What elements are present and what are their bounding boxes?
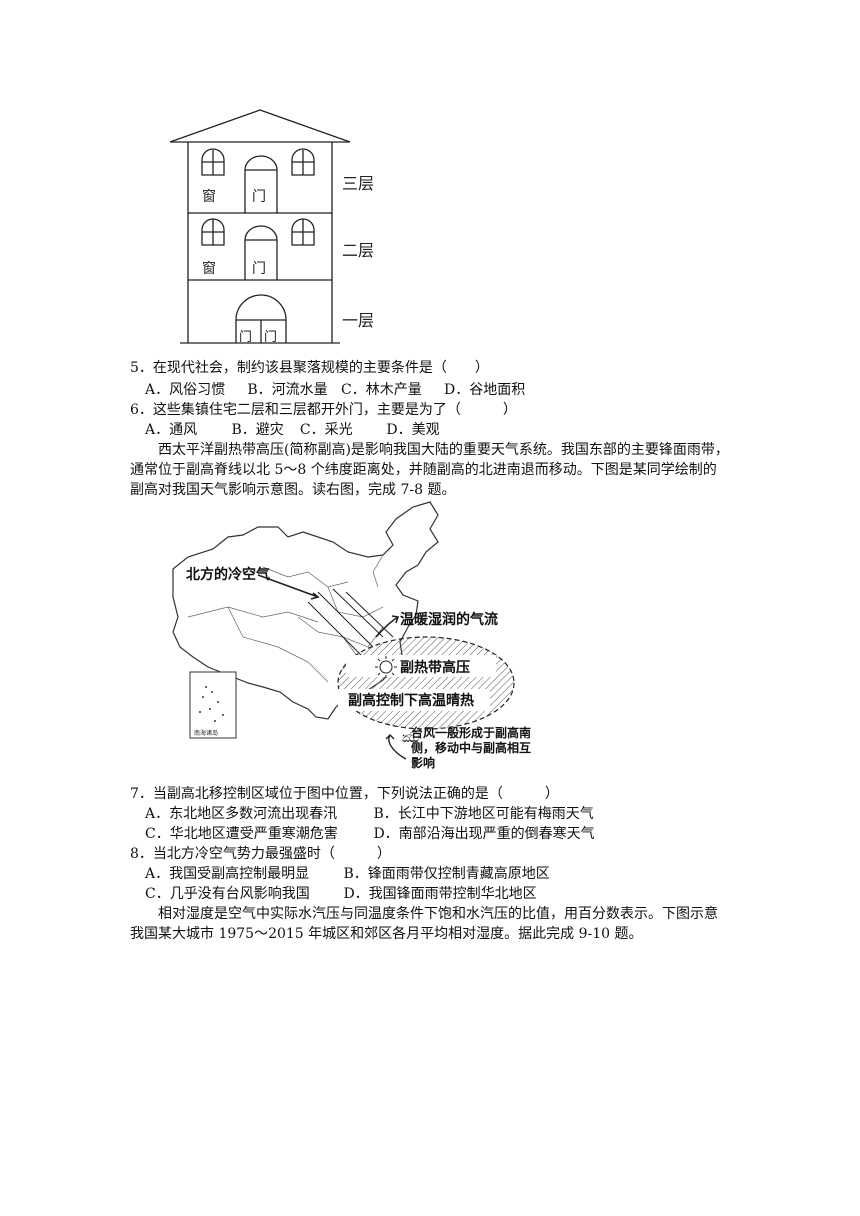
warm-air-label: 温暖湿润的气流 [400, 611, 498, 628]
option-d: D．谷地面积 [444, 382, 526, 398]
option-c: C．华北地区遭受严重寒潮危害 [145, 826, 338, 842]
typhoon-label-2: 侧，移动中与副高相互 [411, 740, 531, 755]
option-c: C．几乎没有台风影响我国 [145, 886, 310, 902]
typhoon-icon: ඣ [402, 730, 419, 746]
cold-air-label: 北方的冷空气 [186, 566, 270, 583]
option-b: B．河流水量 [247, 382, 328, 398]
inset-label: 南海诸岛 [194, 729, 218, 737]
option-b: B．避灾 [231, 422, 284, 438]
door-label: 门 [239, 330, 252, 345]
question-7: 7．当副高北移控制区域位于图中位置，下列说法正确的是（ ） [130, 786, 559, 802]
question-7-options: A．东北地区多数河流出现春汛 B．长江中下游地区可能有梅雨天气 [145, 804, 594, 824]
floor-2-label: 二层 [342, 241, 374, 260]
option-c: C．林木产量 [341, 382, 422, 398]
option-d: D．美观 [386, 422, 440, 438]
question-6: 6．这些集镇住宅二层和三层都开外门，主要是为了（ ） [130, 402, 517, 418]
option-b: B．长江中下游地区可能有梅雨天气 [373, 806, 594, 822]
option-d: D．南部沿海出现严重的倒春寒天气 [373, 826, 595, 842]
option-b: B．锋面雨带仅控制青藏高原地区 [343, 866, 550, 882]
door-label: 门 [264, 330, 277, 345]
floor-3-label: 三层 [342, 174, 374, 193]
south-china-sea-inset [189, 671, 237, 739]
option-a: A．我国受副高控制最明显 [145, 866, 310, 882]
passage-relative-humidity: 相对湿度是空气中实际水汽压与同温度条件下饱和水汽压的比值，用百分数表示。下图示意… [130, 906, 718, 942]
window-label: 窗 [202, 260, 216, 277]
option-d: D．我国锋面雨带控制华北地区 [343, 886, 537, 902]
door-label: 门 [252, 261, 266, 277]
floor-1-label: 一层 [342, 311, 374, 330]
option-a: A．风俗习惯 [145, 382, 226, 398]
question-7-options-2: C．华北地区遭受严重寒潮危害 D．南部沿海出现严重的倒春寒天气 [145, 824, 595, 844]
option-a: A．通风 [145, 422, 198, 438]
option-a: A．东北地区多数河流出现春汛 [145, 806, 338, 822]
question-6-options: A．通风 B．避灾 C．采光 D．美观 [145, 420, 440, 440]
high-pressure-label: 副热带高压 [400, 659, 470, 676]
high-pressure-area [337, 636, 515, 730]
question-5: 5．在现代社会，制约该县聚落规模的主要条件是（ ） [130, 360, 489, 376]
sun-icon [375, 656, 397, 678]
window-label: 窗 [202, 188, 216, 205]
passage-subtropical-high: 西太平洋副热带高压(简称副高)是影响我国大陆的重要天气系统。我国东部的主要锋面雨… [130, 442, 729, 498]
door-label: 门 [252, 189, 266, 205]
question-8: 8．当北方冷空气势力最强盛时（ ） [130, 846, 391, 862]
question-8-options: A．我国受副高控制最明显 B．锋面雨带仅控制青藏高原地区 [145, 864, 550, 884]
option-c: C．采光 [299, 422, 353, 438]
control-label: 副高控制下高温晴热 [348, 692, 474, 709]
question-8-options-2: C．几乎没有台风影响我国 D．我国锋面雨带控制华北地区 [145, 884, 537, 904]
typhoon-label-3: 影响 [411, 755, 435, 769]
typhoon-label-1: 台风一般形成于副高南 [411, 725, 531, 740]
building-figure: 窗 门 窗 门 门 门 三层 二层 一层 [169, 109, 374, 345]
subtropical-high-map: ඣ 南海诸岛 北方的冷空气 温暖湿润的气流 副热带高压 副高控制下高温晴热 台风… [172, 501, 531, 769]
question-5-options: A．风俗习惯 B．河流水量 C．林木产量 D．谷地面积 [145, 380, 525, 400]
